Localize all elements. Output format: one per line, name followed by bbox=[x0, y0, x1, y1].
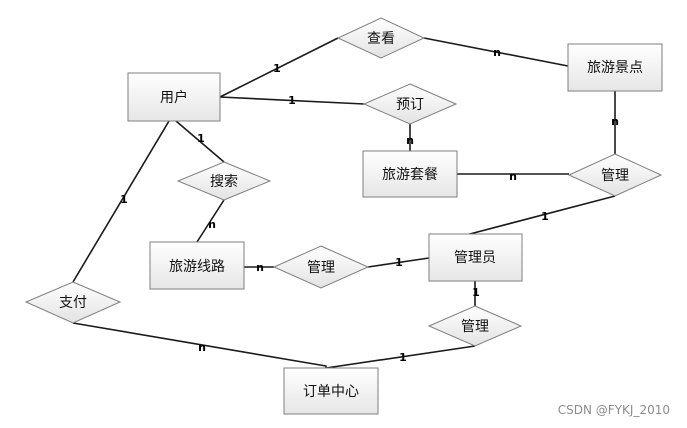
card-manage3-order: 1 bbox=[399, 351, 407, 364]
edge-user-view bbox=[219, 37, 339, 98]
entity-route[interactable]: 旅游线路 bbox=[149, 241, 245, 290]
edge-user-search bbox=[175, 120, 225, 163]
relationship-manage-spot-package[interactable]: 管理 bbox=[567, 153, 663, 197]
card-route-manage: n bbox=[256, 261, 264, 274]
card-search-route: n bbox=[208, 218, 216, 231]
entity-user-label: 用户 bbox=[160, 89, 188, 106]
watermark: CSDN @FYKJ_2010 bbox=[558, 403, 670, 417]
edge-manage-admin bbox=[465, 195, 616, 236]
card-view-spot: n bbox=[493, 46, 501, 59]
card-user-search: 1 bbox=[197, 132, 205, 145]
edge-view-spot bbox=[423, 37, 569, 67]
relationship-manage-route[interactable]: 管理 bbox=[272, 245, 370, 289]
relationship-view[interactable]: 查看 bbox=[336, 17, 426, 59]
card-user-pay: 1 bbox=[120, 193, 128, 206]
card-book-package: n bbox=[406, 134, 414, 147]
card-spot-manage: n bbox=[611, 115, 619, 128]
edge-user-book bbox=[219, 96, 365, 105]
relationship-book-label: 预订 bbox=[396, 97, 424, 113]
relationship-pay[interactable]: 支付 bbox=[24, 281, 122, 324]
entity-order-center-label: 订单中心 bbox=[303, 384, 359, 400]
entity-order-center[interactable]: 订单中心 bbox=[283, 367, 379, 415]
relationship-search[interactable]: 搜索 bbox=[176, 161, 272, 201]
entity-package[interactable]: 旅游套餐 bbox=[362, 150, 458, 198]
card-package-manage: n bbox=[509, 170, 517, 183]
relationship-pay-label: 支付 bbox=[59, 295, 87, 311]
edge-manage-admin2 bbox=[367, 257, 430, 268]
relationship-manage-order[interactable]: 管理 bbox=[427, 305, 523, 347]
entity-route-label: 旅游线路 bbox=[169, 259, 225, 275]
relationship-view-label: 查看 bbox=[367, 31, 395, 47]
edge-search-route bbox=[196, 199, 225, 243]
cardinality-labels: 1 n 1 n 1 n 1 n n n 1 n 1 1 1 bbox=[120, 46, 619, 364]
edge-user-pay bbox=[72, 120, 170, 283]
card-user-book: 1 bbox=[288, 94, 296, 107]
connections bbox=[72, 37, 616, 369]
relationship-manage-order-label: 管理 bbox=[461, 319, 489, 335]
relationship-manage-spot-package-label: 管理 bbox=[601, 168, 629, 184]
entity-admin[interactable]: 管理员 bbox=[428, 233, 523, 282]
entity-scenic-spot[interactable]: 旅游景点 bbox=[567, 43, 663, 92]
relationship-manage-route-label: 管理 bbox=[307, 260, 335, 276]
card-pay-order: n bbox=[198, 341, 206, 354]
entity-admin-label: 管理员 bbox=[454, 250, 496, 266]
entity-package-label: 旅游套餐 bbox=[382, 167, 438, 183]
entity-user[interactable]: 用户 bbox=[127, 72, 221, 122]
card-manage-admin2: 1 bbox=[395, 256, 403, 269]
entity-scenic-spot-label: 旅游景点 bbox=[587, 60, 643, 76]
card-manage-admin: 1 bbox=[541, 210, 549, 223]
card-admin-manage3: 1 bbox=[472, 286, 480, 299]
edge-manage3-order bbox=[325, 345, 476, 369]
card-user-view: 1 bbox=[273, 62, 281, 75]
relationship-search-label: 搜索 bbox=[210, 173, 238, 190]
relationship-book[interactable]: 预订 bbox=[362, 83, 458, 125]
